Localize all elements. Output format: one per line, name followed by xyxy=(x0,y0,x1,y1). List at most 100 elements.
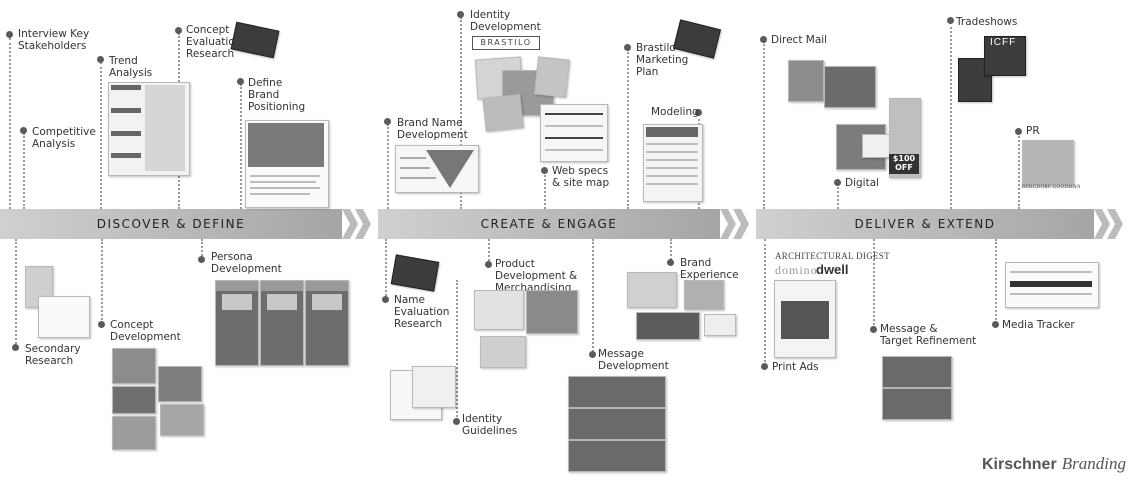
phase-band-deliver: DELIVER & EXTEND xyxy=(756,209,1094,239)
step-dot xyxy=(457,11,464,18)
step-dot xyxy=(98,321,105,328)
connector-line xyxy=(592,239,594,355)
step-label-message-refinement: Message & Target Refinement xyxy=(880,323,977,347)
tradeshow-thumbnail xyxy=(958,58,992,102)
step-label-identity-guidelines: Identity Guidelines xyxy=(462,413,518,437)
direct-mail-thumbnail xyxy=(824,66,876,108)
print-ad-thumbnail xyxy=(774,280,836,358)
secondary-research-doc-thumbnail xyxy=(38,296,90,338)
step-label-concept-evaluation: Concept Evaluation Research xyxy=(186,24,242,60)
step-label-competitive-analysis: Competitive Analysis xyxy=(32,126,96,150)
step-label-product-development: Product Development & Merchandising xyxy=(495,258,578,294)
message-card-thumbnail xyxy=(568,376,666,408)
step-dot xyxy=(20,127,27,134)
web-specs-thumbnail xyxy=(540,104,608,162)
publication-logo-domino: domino xyxy=(775,263,818,277)
step-dot xyxy=(198,256,205,263)
step-dot xyxy=(870,326,877,333)
connector-line xyxy=(995,239,997,324)
step-label-concept-development: Concept Development xyxy=(110,319,181,343)
step-label-brand-name-development: Brand Name Development xyxy=(397,117,468,141)
step-dot xyxy=(384,118,391,125)
tradeshow-thumbnail xyxy=(984,36,1026,76)
step-dot xyxy=(485,261,492,268)
step-label-media-tracker: Media Tracker xyxy=(1002,319,1075,331)
connector-line xyxy=(387,124,389,209)
persona-card-thumbnail xyxy=(215,280,259,366)
message-card-thumbnail xyxy=(568,440,666,472)
logo-name: Kirschner xyxy=(981,456,1057,473)
step-dot xyxy=(695,109,702,116)
identity-thumbnail xyxy=(534,56,570,98)
message-refinement-thumbnail xyxy=(882,388,952,420)
connector-line xyxy=(488,239,490,265)
step-dot xyxy=(12,344,19,351)
step-dot xyxy=(761,363,768,370)
step-label-define-brand: Define Brand Positioning xyxy=(248,77,306,113)
identity-thumbnail xyxy=(482,94,524,132)
step-dot xyxy=(175,27,182,34)
step-label-trend-analysis: Trend Analysis xyxy=(109,55,153,79)
chevron-arrow-icon xyxy=(342,209,371,239)
phase-band-discover: DISCOVER & DEFINE xyxy=(0,209,342,239)
brand-experience-thumbnail xyxy=(636,312,700,340)
brand-experience-thumbnail xyxy=(684,280,724,310)
name-evaluation-thumbnail xyxy=(390,254,440,292)
connector-line xyxy=(837,184,839,209)
concept-collage-thumbnail xyxy=(112,386,156,414)
step-label-persona-development: Persona Development xyxy=(211,251,282,275)
connector-line xyxy=(544,171,546,209)
kirschner-branding-logo: Kirschner Branding xyxy=(982,454,1126,474)
modeling-thumbnail xyxy=(643,124,703,202)
connector-line xyxy=(763,41,765,209)
step-label-brand-experience: Brand Experience xyxy=(680,257,739,281)
step-dot xyxy=(834,179,841,186)
step-label-direct-mail: Direct Mail xyxy=(771,34,828,46)
price-badge: $100 OFF xyxy=(889,154,919,174)
connector-line xyxy=(460,17,462,209)
store-logo: BERGDORF GOODMAN xyxy=(1022,185,1081,190)
step-label-identity-development: Identity Development xyxy=(470,9,541,33)
pr-thumbnail xyxy=(1022,140,1074,186)
step-dot xyxy=(992,321,999,328)
connector-line xyxy=(100,62,102,209)
message-card-thumbnail xyxy=(568,408,666,440)
connector-line xyxy=(101,239,103,324)
brastilo-logo: BRASTILO xyxy=(472,36,540,50)
connector-line xyxy=(201,239,203,259)
connector-line xyxy=(385,239,387,300)
persona-card-thumbnail xyxy=(260,280,304,366)
step-dot xyxy=(541,167,548,174)
phase-label: DISCOVER & DEFINE xyxy=(96,217,246,231)
connector-line xyxy=(15,239,17,347)
phase-label: DELIVER & EXTEND xyxy=(854,217,996,231)
step-label-pr: PR xyxy=(1026,125,1040,137)
step-label-web-specs: Web specs & site map xyxy=(552,165,610,189)
step-label-digital: Digital xyxy=(845,177,880,189)
product-thumbnail xyxy=(474,290,524,330)
step-label-message-development: Message Development xyxy=(598,348,669,372)
step-dot xyxy=(382,296,389,303)
concept-collage-thumbnail xyxy=(112,348,156,384)
logo-suffix: Branding xyxy=(1061,454,1126,473)
step-dot xyxy=(453,418,460,425)
product-thumbnail xyxy=(480,336,526,368)
concept-collage-thumbnail xyxy=(158,366,202,402)
chevron-arrow-icon xyxy=(720,209,749,239)
brand-experience-thumbnail xyxy=(627,272,677,308)
connector-line xyxy=(764,239,766,366)
step-dot xyxy=(667,259,674,266)
step-label-tradeshows: Tradeshows xyxy=(956,16,1018,28)
connector-line xyxy=(456,280,458,420)
chevron-arrow-icon xyxy=(1094,209,1123,239)
publication-logo-dwell: dwell xyxy=(816,262,849,277)
trend-analysis-thumbnail xyxy=(108,82,190,176)
connector-line xyxy=(670,239,672,263)
brand-name-pyramid-thumbnail xyxy=(395,145,479,193)
step-label-interview-stakeholders: Interview Key Stakeholders xyxy=(18,28,90,52)
media-tracker-thumbnail xyxy=(1005,262,1099,308)
step-label-secondary-research: Secondary Research xyxy=(25,343,81,367)
direct-mail-thumbnail xyxy=(788,60,824,102)
product-thumbnail xyxy=(526,290,578,334)
connector-line xyxy=(873,239,875,329)
